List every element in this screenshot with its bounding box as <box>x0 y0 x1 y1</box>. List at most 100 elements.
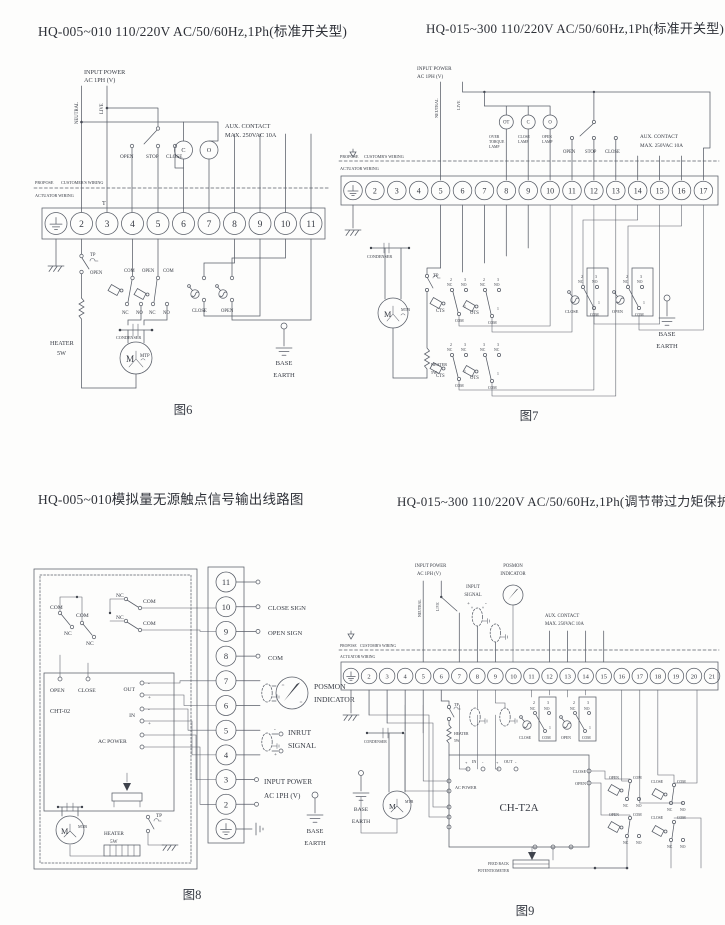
terminal-circle <box>430 180 451 201</box>
terminal-strip-frame <box>207 566 245 844</box>
terminal-number: 7 <box>224 676 228 686</box>
terminal-circle <box>649 180 670 201</box>
lbl: 2 <box>626 275 628 279</box>
lbl: INRUT <box>288 728 312 737</box>
lbl: NC <box>530 707 536 711</box>
lbl: CONDENSER <box>367 254 392 259</box>
thermal-icon <box>140 358 146 361</box>
fig7-title: HQ-015~300 110/220V AC/50/60Hz,1Ph(标准开关型… <box>426 21 724 36</box>
lbl: COM <box>633 776 642 780</box>
lbl: CLOSE <box>573 769 587 774</box>
terminal-circle <box>409 180 429 201</box>
lbl: 5W <box>57 350 66 357</box>
lbl: NO <box>637 280 643 284</box>
lbl: COM <box>455 384 464 388</box>
terminal-number: 7 <box>458 673 462 680</box>
lbl: MAX. 250VAC 10A <box>640 143 683 149</box>
lbl: NC <box>623 841 629 845</box>
earth-mark-icon <box>347 630 355 640</box>
terminal-circle <box>95 212 119 235</box>
terminal-number: 15 <box>656 186 664 195</box>
lbl: CUSTOMR'S WIRING <box>364 154 404 159</box>
lbl: 3 <box>483 343 485 347</box>
lbl: OPEN <box>575 781 586 786</box>
terminal-number: 9 <box>224 626 228 636</box>
terminal-number: 9 <box>494 673 497 680</box>
lbl: 1 <box>464 305 466 309</box>
fig7-motor <box>377 297 409 329</box>
terminal-number: 13 <box>564 673 571 680</box>
fig7-wiring-diagram: INPUT POWER AC 1PH (V) NEUTRAL LIVE OT C… <box>338 66 720 423</box>
lbl: MTP <box>140 354 150 359</box>
lbl: - <box>148 681 150 687</box>
lbl: IN <box>472 759 476 764</box>
terminal-circle <box>540 180 560 201</box>
lbl: MAX. 250VAC 10A <box>545 622 584 627</box>
terminal-number: 11 <box>306 220 315 230</box>
lbl: HEATER <box>50 340 75 347</box>
lbl: OPEN <box>612 309 623 314</box>
fig7-caption: 图7 <box>520 409 539 423</box>
terminal-strip-frame <box>41 207 326 240</box>
fig8-title: HQ-005~010模拟量无源触点信号输出线路图 <box>38 492 304 507</box>
lbl: NC <box>494 348 500 352</box>
lbl: NC <box>667 845 673 849</box>
lbl: 3 <box>464 278 466 282</box>
lbl: PROPOSE <box>340 154 359 159</box>
lbl: BASE <box>659 331 676 338</box>
lbl: NO <box>592 280 598 284</box>
terminal-circle <box>415 667 432 685</box>
lbl: ACTUATOR WIRING <box>35 193 74 198</box>
lbl: OPEN <box>50 688 65 694</box>
lbl: 2 <box>483 278 485 282</box>
terminal-number: 2 <box>224 799 228 809</box>
lbl: STOP <box>585 150 597 155</box>
terminal-number: 2 <box>373 186 377 195</box>
lbl: CLOSE <box>518 135 531 139</box>
terminal-number: 8 <box>476 673 479 680</box>
lbl: - <box>274 727 276 733</box>
terminal-circle <box>487 667 504 685</box>
lbl: + <box>274 752 277 758</box>
controller-box <box>446 754 592 850</box>
fig6-wiring-diagram: INPUT POWER AC 1PH (V) NEUTRAL LIVE C O … <box>33 69 331 417</box>
terminal-circle <box>44 212 68 235</box>
lbl: NC <box>447 348 453 352</box>
lbl: LIVE <box>100 103 105 114</box>
terminal-number: 8 <box>504 186 508 195</box>
lbl: 2 <box>573 701 575 705</box>
lbl: 2 <box>581 275 583 279</box>
lbl: NC <box>122 311 129 316</box>
close-lamp-icon <box>174 140 193 160</box>
lbl: NC <box>86 641 94 647</box>
lbl: PROPOSE <box>35 180 54 185</box>
lbl: INPUT POWER <box>417 66 452 72</box>
terminal-strip-frame <box>340 661 719 691</box>
terminal-number: 4 <box>417 186 421 195</box>
lbl: NO <box>494 283 500 287</box>
terminal-number: 18 <box>655 673 662 680</box>
lbl: 1 <box>643 301 645 305</box>
terminal-number: 6 <box>461 186 465 195</box>
lbl: NEUTRAL <box>418 599 422 617</box>
lbl: CLOSE SIGN <box>268 605 306 612</box>
lbl: INPUT POWER <box>84 69 126 76</box>
lbl: 3 <box>497 278 499 282</box>
terminal-strip-frame <box>340 175 719 206</box>
fig8-motor <box>55 815 85 845</box>
terminal-number: 21 <box>709 673 716 680</box>
lbl: MTB <box>405 800 414 804</box>
terminal-circle <box>299 212 323 235</box>
lbl: CLOSE <box>605 150 620 155</box>
lbl: AC 1PH (V) <box>264 792 301 800</box>
lbl: SIGNAL <box>464 593 481 598</box>
terminal-number: 3 <box>385 673 388 680</box>
fig6-caption: 图6 <box>174 403 193 417</box>
fig9-top-wires <box>422 580 605 663</box>
terminal-circle <box>628 180 648 201</box>
terminal-number: 2 <box>79 220 84 230</box>
lbl: COM <box>677 780 686 784</box>
